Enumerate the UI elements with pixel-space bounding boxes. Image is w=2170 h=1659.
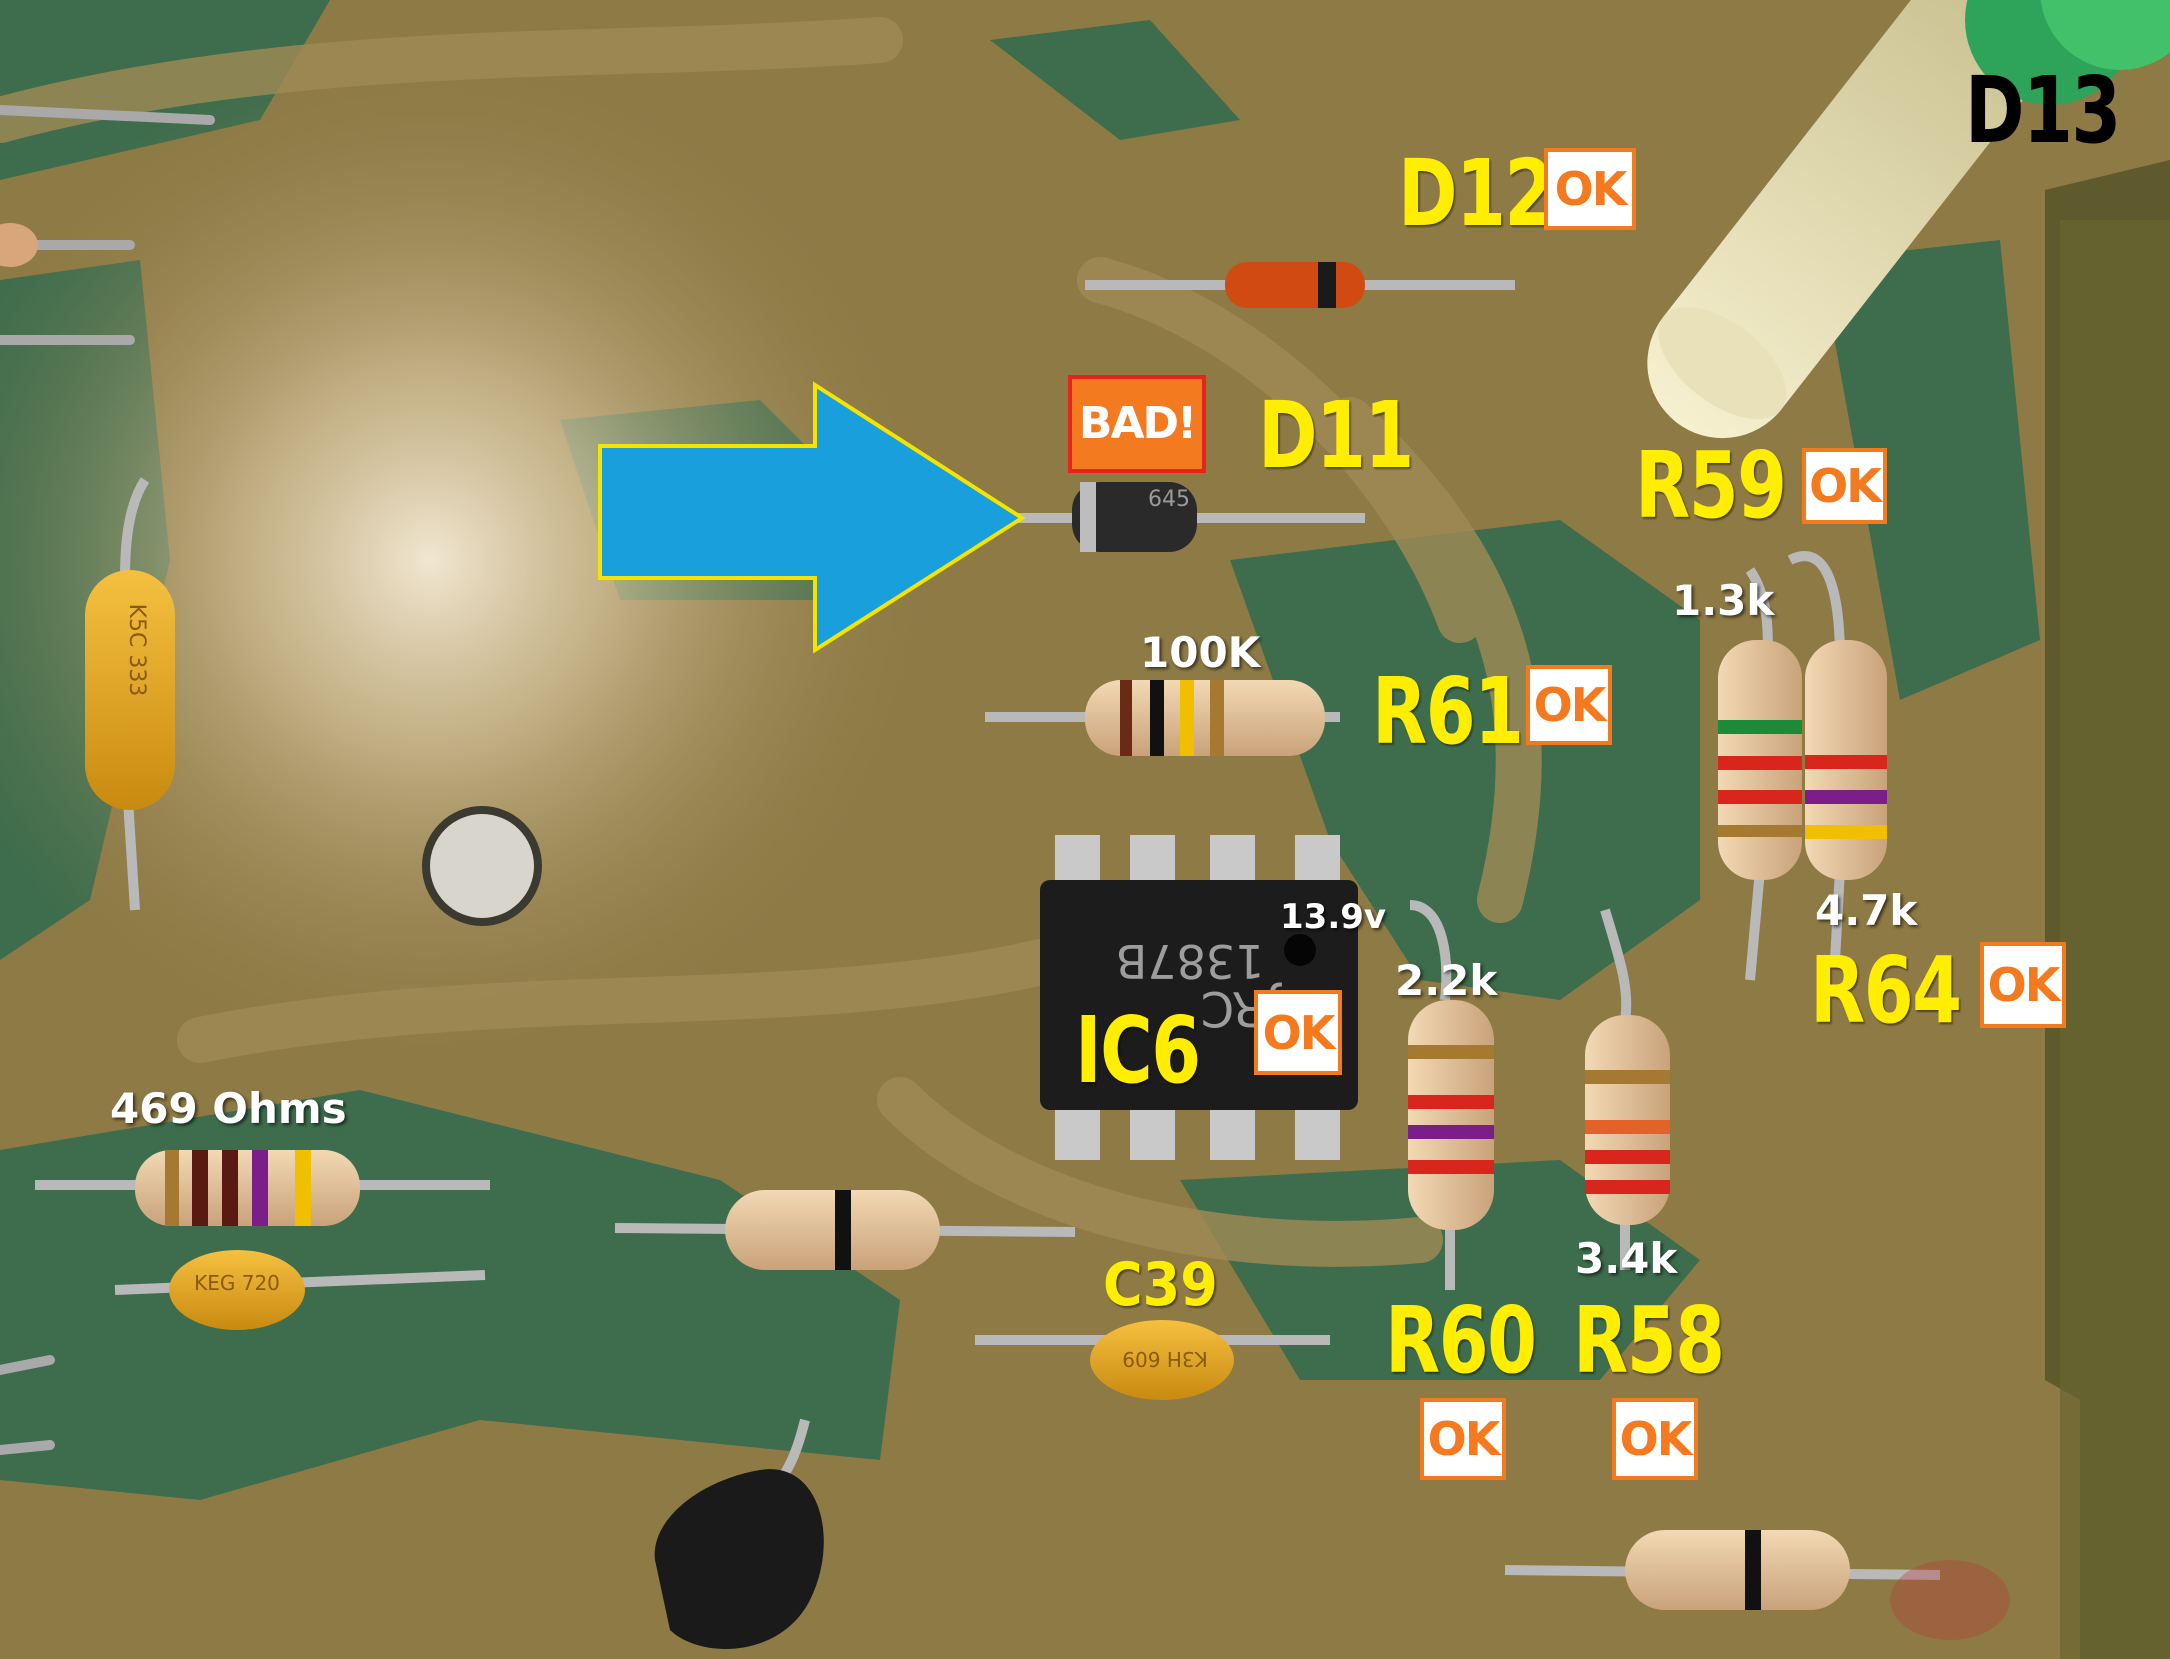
cap-left-text: K5C 333 bbox=[124, 604, 149, 697]
value-r58: 3.4k bbox=[1575, 1234, 1678, 1283]
value-r59: 1.3k bbox=[1672, 576, 1775, 625]
status-badge-r58: OK bbox=[1612, 1398, 1698, 1480]
value-r60: 2.2k bbox=[1395, 956, 1498, 1005]
label-ic6: IC6 bbox=[1075, 997, 1201, 1104]
d11-body-text: 645 bbox=[1148, 487, 1190, 512]
ic-marking-1: 1387B bbox=[1116, 934, 1265, 988]
status-badge-r64: OK bbox=[1980, 942, 2066, 1028]
label-r60: R60 bbox=[1385, 1287, 1537, 1394]
status-badge-d11: BAD! bbox=[1068, 375, 1206, 473]
ic-voltage: 13.9v bbox=[1280, 897, 1387, 937]
label-r58: R58 bbox=[1573, 1287, 1725, 1394]
label-r64: R64 bbox=[1810, 937, 1962, 1044]
value-r61: 100K bbox=[1140, 628, 1261, 677]
label-c39: C39 bbox=[1103, 1250, 1218, 1320]
status-badge-r60: OK bbox=[1420, 1398, 1506, 1480]
c39-body-text: K3H 609 bbox=[1122, 1347, 1207, 1371]
label-d11: D11 bbox=[1258, 382, 1414, 489]
value-r64: 4.7k bbox=[1815, 886, 1918, 935]
status-badge-r59: OK bbox=[1802, 448, 1887, 524]
status-badge-r61: OK bbox=[1526, 665, 1612, 745]
pointer-arrow bbox=[598, 381, 1026, 654]
label-r59: R59 bbox=[1635, 432, 1787, 539]
status-badge-d12: OK bbox=[1544, 148, 1636, 230]
label-r61: R61 bbox=[1372, 658, 1524, 765]
label-d13: D13 bbox=[1965, 57, 2121, 164]
status-badge-ic6: OK bbox=[1254, 990, 1342, 1075]
value-469-ohms: 469 Ohms bbox=[110, 1084, 347, 1133]
cap-bottom-left-text: KEG 720 bbox=[194, 1271, 280, 1295]
label-d12: D12 bbox=[1398, 140, 1554, 247]
